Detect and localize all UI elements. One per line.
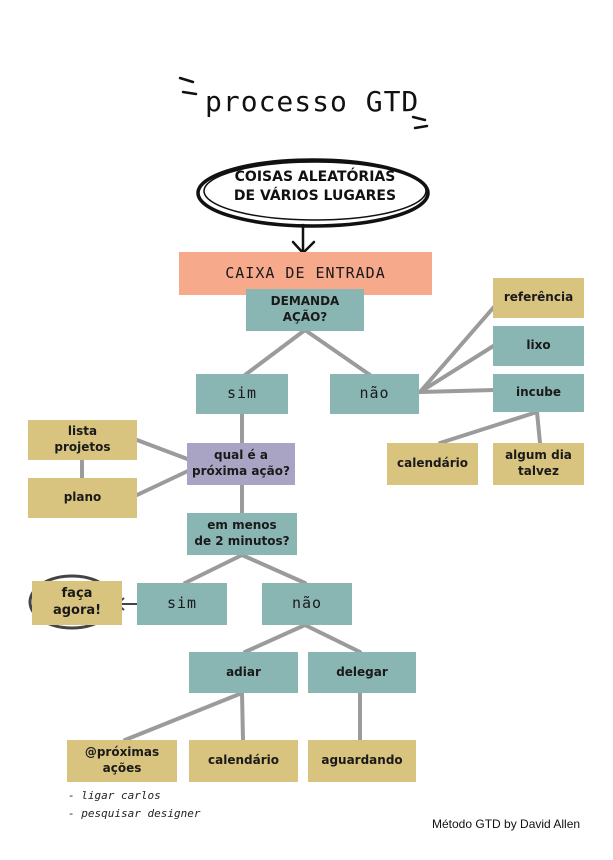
delegate-node: delegar — [308, 652, 416, 693]
calendar-node-1: calendário — [387, 443, 478, 485]
start-oval-outline — [196, 158, 430, 228]
yes-node-2: sim — [137, 583, 227, 625]
page-title: processo GTD — [205, 85, 420, 118]
waiting-node: aguardando — [308, 740, 416, 782]
connector-no-trash — [418, 343, 497, 394]
next-action-node: qual é a próxima ação? — [187, 443, 295, 485]
start-node: COISAS ALEATÓRIAS DE VÁRIOS LUGARES — [233, 169, 397, 204]
connector-twomin-no — [240, 553, 307, 585]
connector-no-incube — [418, 388, 497, 394]
note-line-1: - ligar carlos — [68, 789, 161, 802]
connector-defer-next — [123, 691, 244, 742]
two-minutes-node: em menos de 2 minutos? — [187, 513, 297, 555]
yes-node-1: sim — [196, 374, 288, 414]
defer-node: adiar — [189, 652, 298, 693]
connector-no-reference — [418, 298, 502, 394]
inbox-node: CAIXA DE ENTRADA — [179, 252, 432, 295]
title-mark-left-icon — [178, 76, 198, 96]
connector-incube-calendar — [438, 410, 539, 445]
footer-credit: Método GTD by David Allen — [432, 817, 581, 831]
note-line-2: - pesquisar designer — [68, 807, 201, 820]
title-mark-right-icon — [411, 115, 429, 130]
connector-no-defer — [243, 623, 307, 654]
connector-demand-yes — [243, 328, 307, 377]
connector-incube-someday — [535, 410, 542, 445]
demand-action-node: DEMANDA AÇÃO? — [246, 289, 364, 331]
plan-node: plano — [28, 478, 137, 518]
incubate-node: incube — [493, 374, 584, 412]
connector-plan-next — [135, 468, 192, 497]
next-actions-node: @próximas ações — [67, 740, 177, 782]
connector-defer-calendar — [240, 691, 245, 742]
do-now-node: faça agora! — [32, 581, 122, 625]
no-node-1: não — [330, 374, 419, 414]
connector-projects-next — [135, 438, 192, 462]
trash-node: lixo — [493, 326, 584, 366]
no-node-2: não — [262, 583, 352, 625]
someday-node: algum dia talvez — [493, 443, 584, 485]
connector-demand-no — [303, 328, 372, 377]
connector-no-delegate — [303, 623, 362, 654]
connector-twomin-yes — [183, 553, 244, 585]
projects-list-node: lista projetos — [28, 420, 137, 460]
calendar-node-2: calendário — [189, 740, 298, 782]
arrow-down-icon — [291, 223, 316, 255]
reference-node: referência — [493, 278, 584, 318]
